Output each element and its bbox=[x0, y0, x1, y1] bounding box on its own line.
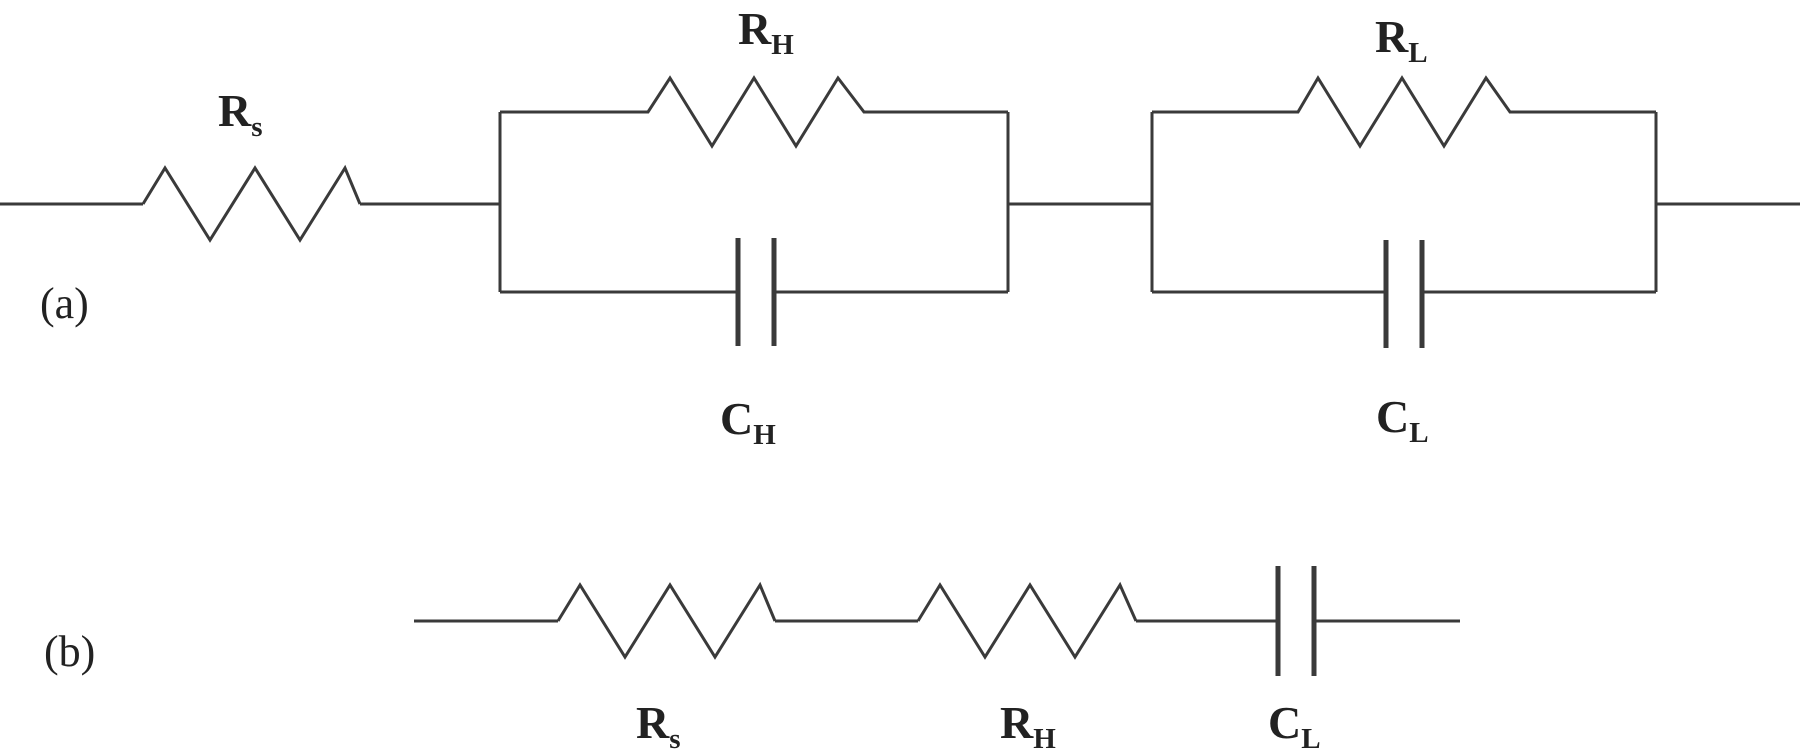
panel-a-rh-label: RH bbox=[738, 3, 794, 61]
panel-a-rl-top-branch bbox=[1152, 75, 1656, 149]
panel-a-ch-label: CH bbox=[720, 393, 776, 451]
panel-a-rs-resistor bbox=[141, 164, 362, 243]
panel-b-cl-label: CL bbox=[1268, 697, 1321, 751]
panel-b-rh-label: RH bbox=[1000, 697, 1056, 751]
panel-b-circuit: Rs RH CL (b) bbox=[44, 566, 1460, 751]
panel-a-label: (a) bbox=[40, 279, 89, 328]
panel-b-rh-resistor bbox=[916, 581, 1138, 660]
panel-b-rs-resistor bbox=[556, 581, 777, 660]
panel-a-rl-label: RL bbox=[1375, 11, 1428, 69]
panel-b-rs-label: Rs bbox=[636, 697, 681, 751]
panel-a-cl-label: CL bbox=[1376, 391, 1429, 449]
panel-a-circuit: Rs RH CH RL CL (a) bbox=[0, 3, 1800, 451]
panel-a-rs-label: Rs bbox=[218, 85, 263, 143]
panel-a-rh-top-branch bbox=[500, 75, 1008, 149]
panel-b-label: (b) bbox=[44, 627, 95, 676]
